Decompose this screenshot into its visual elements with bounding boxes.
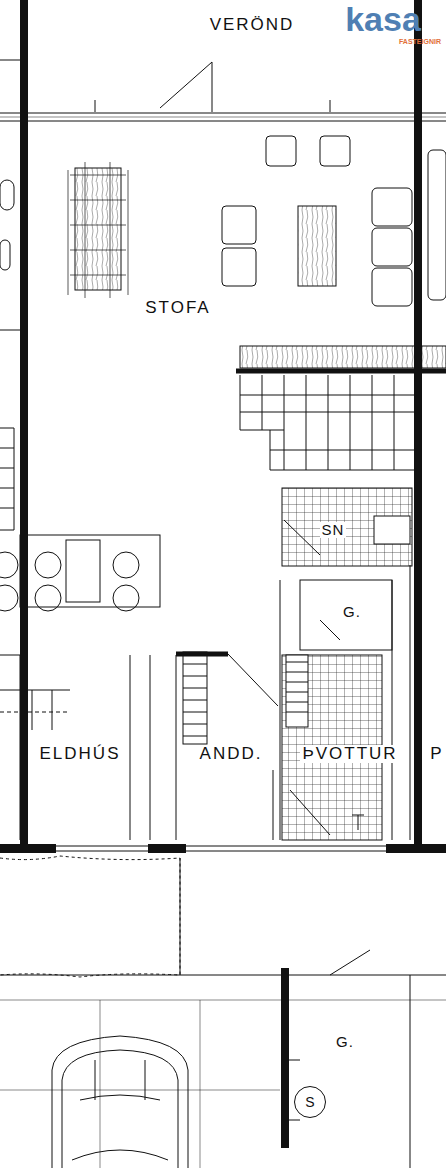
logo-text: kasa bbox=[343, 1, 423, 38]
room-label: ELDHÚS bbox=[38, 745, 123, 764]
logo-subtext: FASTEIGNIR bbox=[397, 38, 443, 46]
room-label: ÞVOTTUR bbox=[300, 745, 399, 764]
symbol-letter: S bbox=[305, 1094, 314, 1110]
area-label: VERÖND bbox=[208, 16, 297, 35]
room-label: SN bbox=[320, 522, 347, 539]
room-label: ANDD. bbox=[198, 745, 265, 764]
room-label: P bbox=[428, 745, 443, 764]
room-label: STOFA bbox=[143, 299, 212, 318]
room-label: G. bbox=[334, 1034, 356, 1051]
room-label: G. bbox=[341, 604, 363, 621]
symbol-circle: S bbox=[294, 1086, 326, 1118]
